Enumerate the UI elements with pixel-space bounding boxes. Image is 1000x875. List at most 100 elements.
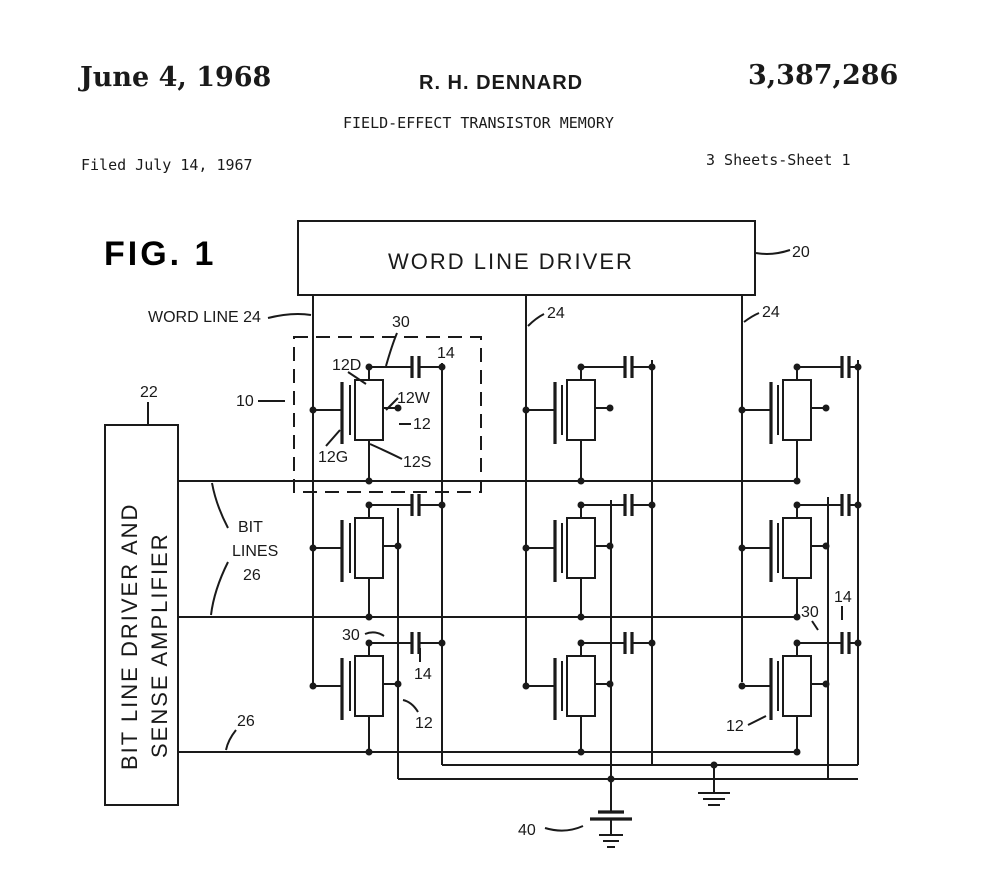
cell-r2-c1-substrate-node <box>394 542 402 550</box>
ref-12W: 12W <box>397 390 431 407</box>
bit-lines-leader-1 <box>211 482 229 529</box>
cell-r1-c2-transistor-body <box>566 379 596 441</box>
cell-r2-c3-transistor-body <box>782 517 812 579</box>
cell-r2-c2-bitline-node <box>577 613 585 621</box>
inventor-name: R. H. DENNARD <box>419 72 584 94</box>
figure-label: FIG. 1 <box>104 235 216 273</box>
cell-r2-c3-substrate-node <box>822 542 830 550</box>
bit-line-driver-text-1: BIT LINE DRIVER AND <box>117 503 142 770</box>
cell-r1-c2-node-30 <box>577 363 585 371</box>
cell-r1-c1-bitline-node <box>365 477 373 485</box>
cell-r2-c2-gate-node <box>522 544 530 552</box>
cell-r3-c3-gate-node <box>738 682 746 690</box>
cell-r3-c2-drain-lead <box>580 642 611 656</box>
ref-26-bottom: 26 <box>237 713 255 730</box>
bias-lines <box>397 360 859 783</box>
cell-r1-c1-drain-lead <box>368 366 398 380</box>
ref-14-top: 14 <box>437 345 455 362</box>
cell-r2-c1-node-30 <box>365 501 373 509</box>
cell-r1-c1-node-30 <box>365 363 373 371</box>
cell-r1-c2-cap-node <box>648 363 656 371</box>
cell-r1-c1-substrate-node <box>394 404 402 412</box>
ref-14-lower-left: 14 <box>414 666 432 683</box>
ref-40: 40 <box>518 822 536 839</box>
cell-r3-c2-transistor-body <box>566 655 596 717</box>
ref-10: 10 <box>236 393 254 410</box>
cell-r2-c2-cap-node <box>648 501 656 509</box>
word-line-leader <box>267 313 312 319</box>
cell-r1-c3-drain-lead <box>796 366 828 380</box>
cell-r1-c2-drain-lead <box>580 366 611 380</box>
cell-r1-c1-gate-node <box>309 406 317 414</box>
cell-r3-c3-bitline-node <box>793 748 801 756</box>
ref-26-bottom-leader <box>225 729 237 751</box>
cell-r3-c1-transistor-body <box>354 655 384 717</box>
cell-r3-c3-node-30 <box>793 639 801 647</box>
ref-30-top-leader <box>385 332 398 367</box>
cell-r1-c2-bitline-node <box>577 477 585 485</box>
ref-24-leader-3 <box>743 312 760 323</box>
ref-20-leader <box>755 249 791 255</box>
cell-r3-c3-transistor-body <box>782 655 812 717</box>
cell-r1-c3-substrate-node <box>822 404 830 412</box>
ref-12-lower-right: 12 <box>726 718 744 735</box>
bit-lines-ref-26: 26 <box>243 567 261 584</box>
ground-symbol <box>698 765 730 806</box>
cell-r2-c2-transistor-body <box>566 517 596 579</box>
bit-lines-leader-2 <box>210 561 229 616</box>
cell-r2-c3-gate-node <box>738 544 746 552</box>
ref-12S: 12S <box>403 454 431 471</box>
cell-r1-c2-substrate-node <box>606 404 614 412</box>
bit-lines <box>178 480 797 753</box>
cell-r3-c2-substrate-node <box>606 680 614 688</box>
ref-12-lower-right-leader <box>747 715 767 726</box>
cell-r2-c2-node-30 <box>577 501 585 509</box>
ref-30-lower-right-leader <box>811 620 819 631</box>
patent-date: June 4, 1968 <box>80 62 272 93</box>
cell-r3-c2-gate-node <box>522 682 530 690</box>
filed-date: Filed July 14, 1967 <box>81 156 253 174</box>
ref-12W-leader <box>385 397 399 411</box>
cell-r2-c2-drain-lead <box>580 504 611 518</box>
cell-r2-c1-bitline-node <box>365 613 373 621</box>
bit-lines-label-1: BIT <box>238 519 263 536</box>
patent-title: FIELD-EFFECT TRANSISTOR MEMORY <box>343 114 614 132</box>
ref-30-lower-right: 30 <box>801 604 819 621</box>
ref-12S-leader <box>369 443 403 460</box>
cell-r3-c2-node-30 <box>577 639 585 647</box>
ref-12D-leader <box>347 371 367 385</box>
cell-r2-c3-bitline-node <box>793 613 801 621</box>
sheet-count: 3 Sheets-Sheet 1 <box>706 151 851 169</box>
memory-cells <box>309 356 862 756</box>
cell-r2-c3-node-30 <box>793 501 801 509</box>
ref-22: 22 <box>140 384 158 401</box>
cell-r3-c2-bitline-node <box>577 748 585 756</box>
word-lines <box>312 295 743 686</box>
cell-r1-c1-transistor-body <box>354 379 384 441</box>
ref-14-lower-right: 14 <box>834 589 852 606</box>
cell-r1-c2-gate-node <box>522 406 530 414</box>
word-line-driver-text: WORD LINE DRIVER <box>388 249 634 274</box>
cell-r3-c3-substrate-node <box>822 680 830 688</box>
patent-number: 3,387,286 <box>748 60 899 91</box>
cell-r3-c1-bitline-node <box>365 748 373 756</box>
cell-r3-c1-cap-node <box>438 639 446 647</box>
ref-30-lower-left-leader <box>364 631 385 637</box>
cell-r2-c1-cap-node <box>438 501 446 509</box>
ref-12-lower-left: 12 <box>415 715 433 732</box>
cell-r2-c3-cap-node <box>854 501 862 509</box>
ref-30-top: 30 <box>392 314 410 331</box>
cell-r3-c1-substrate-node <box>394 680 402 688</box>
battery-40 <box>544 779 632 848</box>
ref-20: 20 <box>792 244 810 261</box>
ref-12-lower-left-leader <box>402 699 419 713</box>
cell-r1-c3-node-30 <box>793 363 801 371</box>
ref-24-3: 24 <box>762 304 780 321</box>
cell-r2-c1-drain-lead <box>368 504 398 518</box>
cell-r1-c3-transistor-body <box>782 379 812 441</box>
cell-r1-c1-cap-node <box>438 363 446 371</box>
word-line-label: WORD LINE 24 <box>148 309 261 326</box>
cell-r3-c3-cap-node <box>854 639 862 647</box>
cell-r3-c1-node-30 <box>365 639 373 647</box>
